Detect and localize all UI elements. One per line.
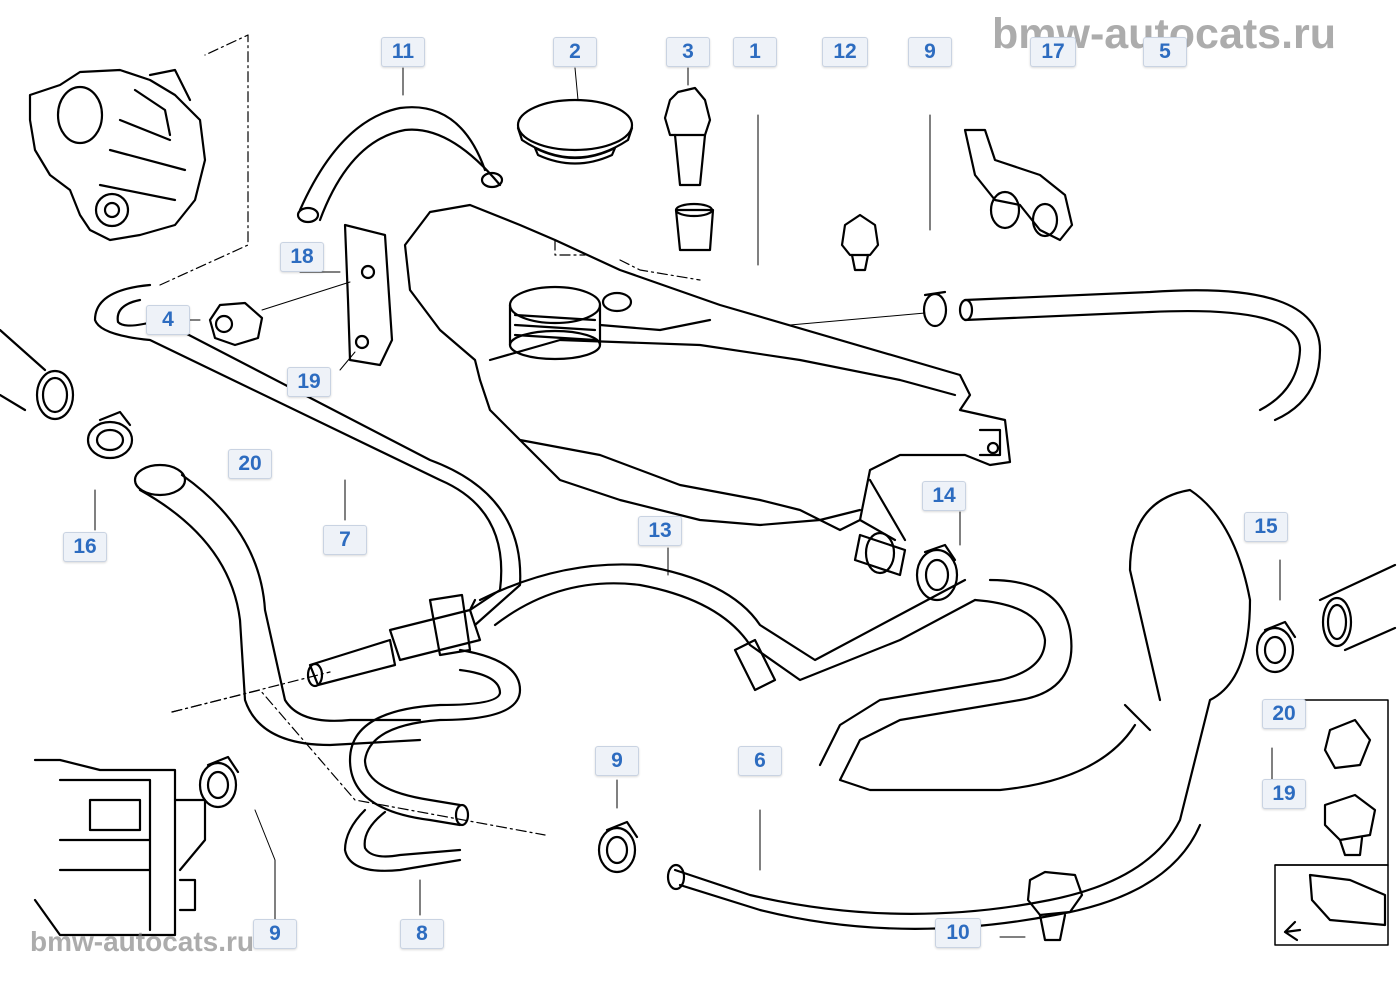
reference-lines <box>159 34 701 836</box>
callout-2[interactable]: 2 <box>553 37 597 67</box>
callout-20-left[interactable]: 20 <box>228 449 272 479</box>
right-pipe <box>1318 563 1397 652</box>
clamp-9-top <box>922 290 948 328</box>
callout-6[interactable]: 6 <box>738 746 782 776</box>
radiator <box>33 758 207 937</box>
callout-18[interactable]: 18 <box>280 242 324 272</box>
callout-16[interactable]: 16 <box>63 532 107 562</box>
callout-9-top[interactable]: 9 <box>908 37 952 67</box>
callout-5[interactable]: 5 <box>1143 37 1187 67</box>
clip-10 <box>1026 870 1084 942</box>
callout-9-bottom[interactable]: 9 <box>253 919 297 949</box>
hose-16 <box>133 463 422 747</box>
leader-lines <box>94 67 1281 938</box>
callout-19-top[interactable]: 19 <box>287 367 331 397</box>
hose-11 <box>296 106 504 224</box>
clamp-16 <box>86 410 134 460</box>
clamp-15 <box>1255 620 1297 674</box>
nut-4 <box>208 301 264 347</box>
callout-15[interactable]: 15 <box>1244 512 1288 542</box>
callout-14[interactable]: 14 <box>922 481 966 511</box>
clamp-14 <box>915 543 959 602</box>
clip-12 <box>840 213 880 272</box>
callout-1[interactable]: 1 <box>733 37 777 67</box>
clamp-9-left <box>198 755 240 809</box>
callout-20-inset[interactable]: 20 <box>1262 699 1306 729</box>
bracket-17 <box>963 128 1074 242</box>
callout-10[interactable]: 10 <box>935 918 981 948</box>
t-piece <box>306 593 482 688</box>
hose-6 <box>666 488 1252 930</box>
engine-block <box>28 68 207 242</box>
level-sensor <box>663 86 715 252</box>
hose-7 <box>93 283 522 627</box>
hose-5 <box>958 289 1322 422</box>
inset-panel <box>1274 699 1389 946</box>
callout-9-mid[interactable]: 9 <box>595 746 639 776</box>
callout-4[interactable]: 4 <box>146 305 190 335</box>
tank-cap <box>516 98 634 165</box>
callout-17[interactable]: 17 <box>1030 37 1076 67</box>
callout-12[interactable]: 12 <box>822 37 868 67</box>
callout-11[interactable]: 11 <box>381 37 425 67</box>
hose-clamps <box>86 290 1297 874</box>
hose-13 <box>478 531 977 692</box>
expansion-tank <box>403 203 1012 542</box>
clamp-9-bottom <box>597 820 639 874</box>
callout-19-inset[interactable]: 19 <box>1262 779 1306 809</box>
hose-8 <box>343 648 522 872</box>
callout-13[interactable]: 13 <box>638 516 682 546</box>
callout-8[interactable]: 8 <box>400 919 444 949</box>
callout-7[interactable]: 7 <box>323 525 367 555</box>
callout-3[interactable]: 3 <box>666 37 710 67</box>
bracket-plate-18 <box>343 223 394 367</box>
watermark-bottom: bmw-autocats.ru <box>30 926 255 957</box>
left-pipe <box>0 328 75 421</box>
